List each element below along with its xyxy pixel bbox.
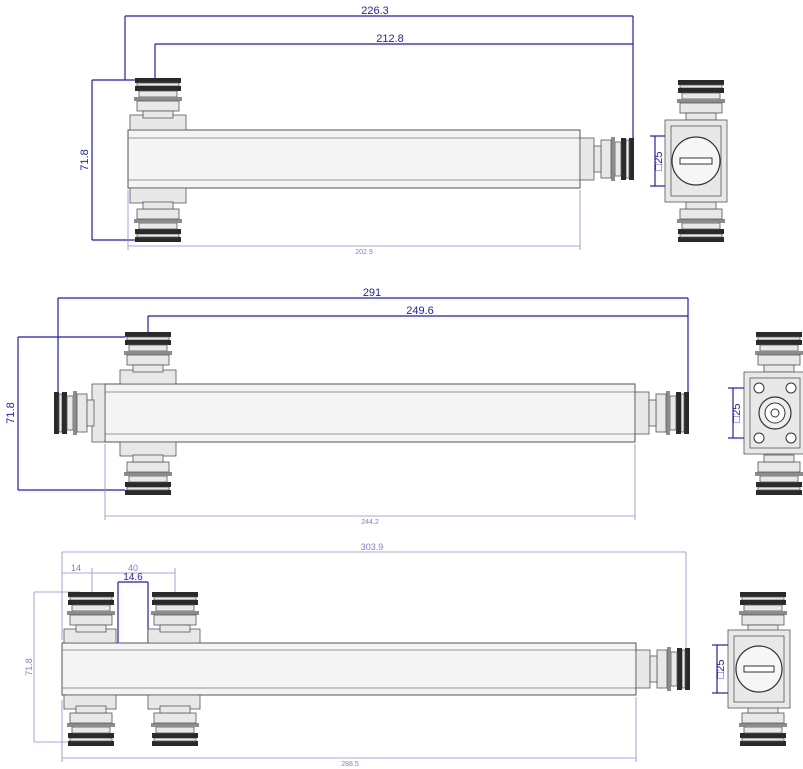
dim-height: 71.8 — [79, 149, 91, 170]
dim-side-square: □25 — [715, 660, 727, 679]
dim-port-span: 249.6 — [406, 305, 434, 317]
dim-offset-a: 14 — [71, 563, 81, 573]
splitter-body — [104, 383, 636, 443]
dim-port-span: 212.8 — [376, 33, 404, 45]
side-view: □25 — [728, 331, 803, 495]
port-connector-top — [123, 331, 173, 373]
dim-port-gap: 14.6 — [123, 572, 143, 583]
dim-height: 71.8 — [5, 402, 17, 423]
port-connector-bottom-2 — [151, 706, 199, 746]
port-connector-right — [648, 390, 690, 436]
dim-side-square: □25 — [653, 152, 665, 171]
view-3-way: 291 249.6 71.8 244.2 — [5, 287, 803, 526]
port-connector-bottom — [124, 455, 172, 495]
port-connector-bottom-1 — [67, 706, 115, 746]
side-view: □25 — [650, 79, 728, 242]
dim-pitch: 40 — [128, 563, 138, 573]
dim-height: 71.8 — [24, 658, 34, 676]
port-connector-left — [54, 391, 94, 435]
view-2-way: 226.3 212.8 71.8 202.9 — [79, 5, 728, 256]
port-connector-right — [649, 646, 691, 692]
port-connector-top — [133, 77, 183, 119]
view-4-way: 303.9 14 40 14.6 71.8 288.5 — [24, 542, 791, 768]
port-connector-bottom — [134, 202, 182, 242]
dim-overall-length: 303.9 — [361, 542, 384, 552]
dim-side-square: □25 — [731, 404, 743, 423]
splitter-body — [61, 642, 637, 696]
splitter-body — [127, 129, 581, 189]
dim-body-length: 202.9 — [355, 249, 373, 256]
port-connector-top-2 — [150, 591, 200, 633]
side-view: □25 — [712, 591, 791, 746]
dim-overall-length: 291 — [363, 287, 381, 299]
dim-body-length: 288.5 — [341, 761, 359, 768]
dim-body-length: 244.2 — [361, 519, 379, 526]
port-connector-top-1 — [66, 591, 116, 633]
dim-overall-length: 226.3 — [361, 5, 389, 17]
port-connector-right — [593, 136, 635, 182]
